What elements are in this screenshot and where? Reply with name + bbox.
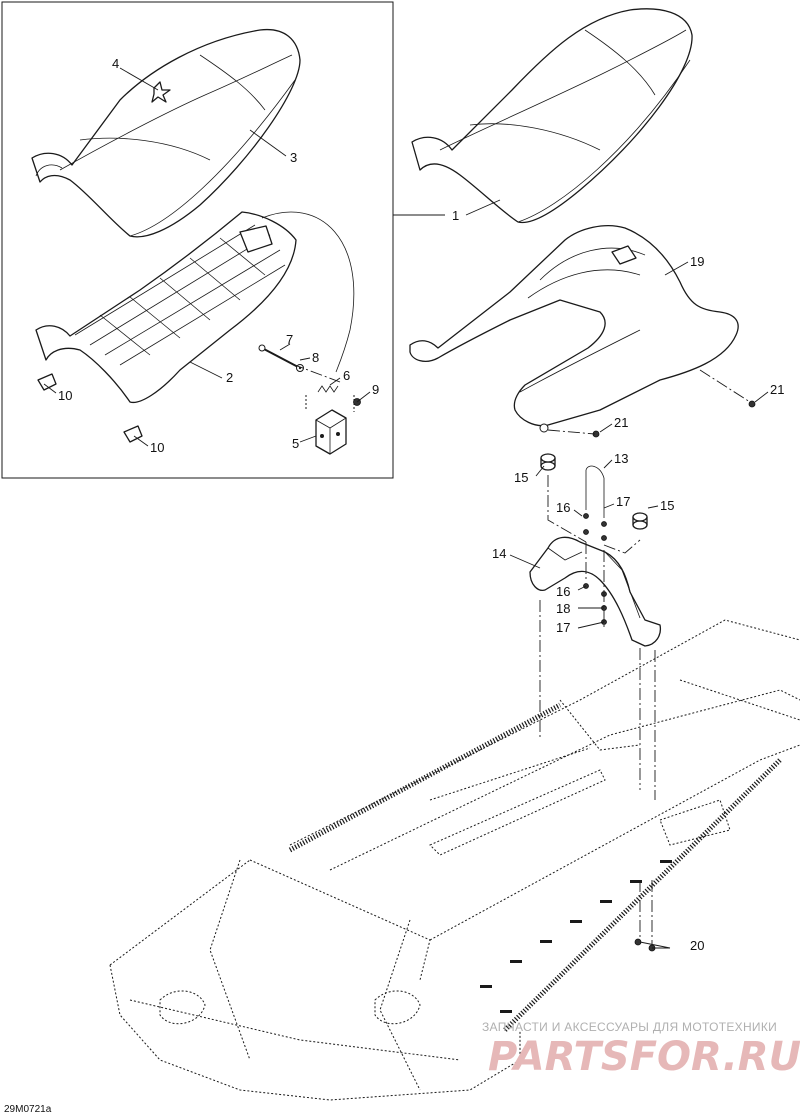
callout-17-upper: 17 <box>616 494 630 509</box>
screw-part-21-right[interactable] <box>748 400 756 408</box>
watermark-logo: PARTSFOR.RU <box>488 1034 800 1080</box>
callout-16-lower: 16 <box>556 584 570 599</box>
footrest-slots <box>480 860 672 1013</box>
seat-cable <box>261 211 355 373</box>
washer-stack-lower[interactable] <box>583 583 607 625</box>
callout-20: 20 <box>690 938 704 953</box>
callout-10-upper: 10 <box>58 388 72 403</box>
callout-1: 1 <box>452 208 459 223</box>
callout-15-right: 15 <box>660 498 674 513</box>
seat-base-part[interactable] <box>35 211 297 404</box>
bracket-part-5[interactable] <box>315 409 347 455</box>
callout-5: 5 <box>292 436 299 451</box>
callout-labels: 4 3 2 7 8 6 9 5 10 10 1 19 21 21 15 13 1… <box>58 56 784 953</box>
callout-16-upper: 16 <box>556 500 570 515</box>
assembly-centerlines <box>291 363 751 946</box>
callout-15-left: 15 <box>514 470 528 485</box>
watermark: ЗАПЧАСТИ И АКСЕССУАРЫ ДЛЯ МОТОТЕХНИКИ PA… <box>482 1020 800 1080</box>
callout-10-lower: 10 <box>150 440 164 455</box>
callout-9: 9 <box>372 382 379 397</box>
watermark-tagline: ЗАПЧАСТИ И АКСЕССУАРЫ ДЛЯ МОТОТЕХНИКИ <box>482 1020 777 1034</box>
leader-lines <box>43 67 769 949</box>
callout-6: 6 <box>343 368 350 383</box>
callout-21-right: 21 <box>770 382 784 397</box>
callout-2: 2 <box>226 370 233 385</box>
seat-base-grid <box>74 224 286 366</box>
callout-7: 7 <box>286 332 293 347</box>
drawing-code: 29M0721a <box>4 1104 52 1115</box>
seat-cover-emblem[interactable] <box>151 81 171 103</box>
seat-cover-part[interactable] <box>31 28 301 238</box>
callout-4: 4 <box>112 56 119 71</box>
callout-3: 3 <box>290 150 297 165</box>
bumper-pad-part-15-left[interactable] <box>540 453 556 471</box>
callout-19: 19 <box>690 254 704 269</box>
rear-cover-part[interactable] <box>409 225 739 433</box>
bracket-guide-lines <box>305 395 355 412</box>
clip-part-10-upper[interactable] <box>37 373 57 391</box>
callout-18: 18 <box>556 601 570 616</box>
complete-seat-part[interactable] <box>411 8 693 224</box>
chassis-tunnel <box>109 619 800 1101</box>
callout-14: 14 <box>492 546 506 561</box>
u-bolt-part-13[interactable] <box>585 465 605 518</box>
seat-assembly-inset-frame <box>1 1 394 479</box>
washer-stack-upper[interactable] <box>583 513 607 541</box>
callout-21-lower: 21 <box>614 415 628 430</box>
spring-part-6[interactable] <box>317 385 339 393</box>
grab-handle-part[interactable] <box>529 536 662 647</box>
callout-17-lower: 17 <box>556 620 570 635</box>
callout-8: 8 <box>312 350 319 365</box>
bumper-pad-part-15-right[interactable] <box>632 512 648 530</box>
callout-13: 13 <box>614 451 628 466</box>
